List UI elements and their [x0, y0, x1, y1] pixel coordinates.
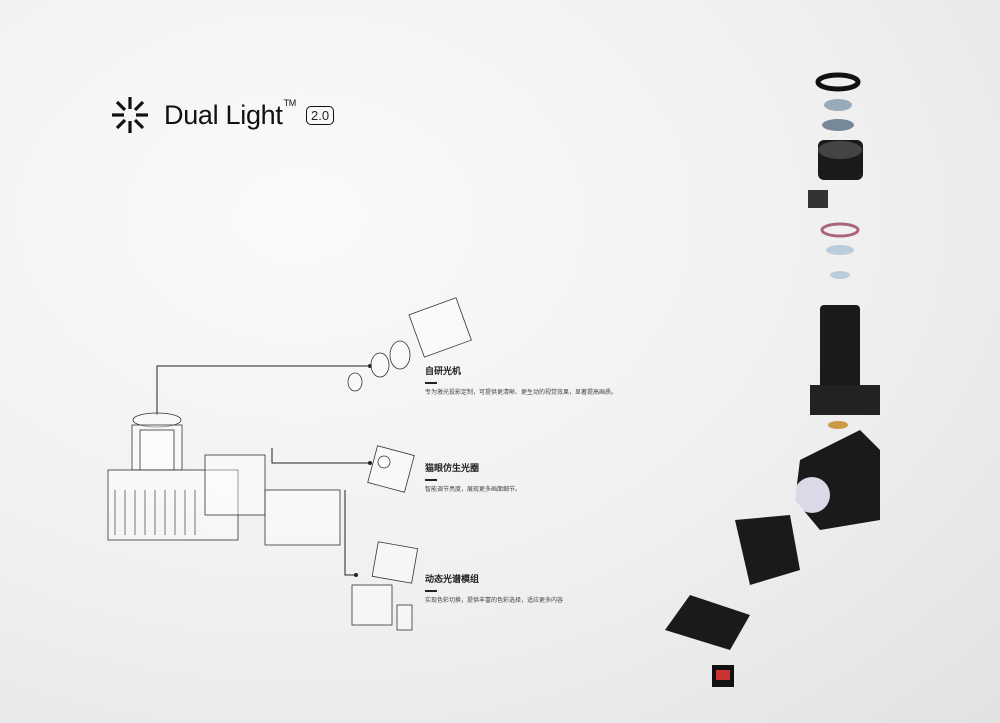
feature-title: 动态光谱模组 [425, 575, 480, 585]
engine-line-drawing [107, 297, 472, 631]
feature-description: 专为激光投影定制，可提供更清晰、更生动的视觉效果，显著提高画质。 [425, 389, 618, 396]
feature-divider [425, 382, 437, 384]
feature-dynamic-spectrum: 动态光谱模组 实现色彩切换，提供丰富的色彩选择，适应更多内容 [425, 572, 563, 604]
exploded-optical-assembly [665, 72, 880, 687]
brand-name: Dual LightTM [164, 97, 296, 130]
feature-optical-engine: 自研光机 专为激光投影定制，可提供更清晰、更生动的视觉效果，显著提高画质。 [425, 364, 617, 396]
version-badge: 2.0 [306, 105, 335, 125]
feature-title: 猫眼仿生光圈 [425, 464, 480, 474]
callout-lines [156, 365, 370, 576]
feature-cat-eye-aperture: 猫眼仿生光圈 智能调节亮度，展现更多画面细节。 [425, 461, 521, 493]
feature-title: 自研光机 [425, 367, 462, 377]
feature-divider [425, 479, 437, 481]
feature-description: 智能调节亮度，展现更多画面细节。 [425, 486, 522, 493]
feature-description: 实现色彩切换，提供丰富的色彩选择，适应更多内容 [425, 597, 564, 604]
light-burst-icon [112, 97, 148, 133]
feature-divider [425, 590, 437, 592]
brand-logo: Dual LightTM 2.0 [110, 95, 335, 135]
